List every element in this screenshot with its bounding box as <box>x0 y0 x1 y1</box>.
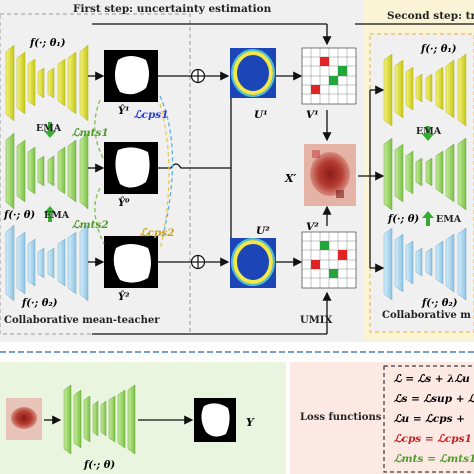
loss-line-5: ℒmts = ℒmts1 <box>394 453 474 465</box>
step1-title: First step: uncertainty estimation <box>73 3 272 15</box>
pred-label-top: Ŷ¹ <box>118 105 130 117</box>
ema-arrow-bot <box>44 206 56 222</box>
uncertainty-map-top <box>230 48 276 98</box>
student-label-mid: f(·; θ) <box>387 214 419 225</box>
u2-label: U² <box>256 225 270 237</box>
student-net-bot <box>383 227 467 301</box>
student-label-bot: f(·; θ₂) <box>421 298 458 309</box>
pred-mask-bot <box>104 236 158 288</box>
student-label-top: f(·; θ₁) <box>420 44 457 55</box>
teacher-net-mid <box>5 132 89 210</box>
loss-line-2: ℒs = ℒsup + ℒ <box>394 393 474 405</box>
u1-label: U¹ <box>254 109 268 121</box>
loss-cps2: ℒcps2 <box>140 227 175 239</box>
mixed-image <box>304 144 356 206</box>
ema-arrow-top <box>44 122 56 138</box>
loss-cps1: ℒcps1 <box>134 109 169 121</box>
loss-mts1: ℒmts1 <box>72 127 109 139</box>
output-mask <box>194 398 236 442</box>
v1-label: V¹ <box>306 109 319 121</box>
teacher-label-mid: f(·; θ) <box>3 210 35 221</box>
output-label: Y <box>246 416 255 429</box>
loss-curves <box>94 95 174 251</box>
pred-label-mid: Ŷ⁰ <box>118 197 130 209</box>
loss-line-1: ℒ = ℒs + λℒu <box>394 373 470 385</box>
teacher-net-bot <box>5 224 89 302</box>
loss-mts2: ℒmts2 <box>72 219 109 231</box>
umix-caption: UMIX <box>300 315 332 326</box>
student-ema-top: EMA <box>416 126 442 137</box>
inference-net-label: f(·; θ) <box>83 460 115 471</box>
loss-panel <box>290 362 474 474</box>
loss-line-3: ℒu = ℒcps + <box>394 413 465 425</box>
mix-node-bot <box>190 254 206 270</box>
teacher-ema-top: EMA <box>36 123 62 134</box>
uncertainty-map-bot <box>230 238 276 288</box>
teacher-label-bot: f(·; θ₂) <box>21 298 58 309</box>
x-prime-label: X′ <box>284 172 297 185</box>
pred-mask-mid <box>104 142 158 194</box>
grid-mask-v2 <box>301 231 357 289</box>
inference-panel <box>0 362 286 474</box>
grid-mask-v1 <box>301 47 357 105</box>
inference-net <box>63 384 136 455</box>
pred-mask-top <box>104 50 158 102</box>
student-caption: Collaborative m <box>382 310 471 321</box>
student-ema-mid: EMA <box>436 214 462 225</box>
step2-title: Second step: trai <box>387 10 474 22</box>
loss-formula-box <box>383 365 474 473</box>
input-skin-image <box>6 398 42 440</box>
mix-node-top <box>190 68 206 84</box>
teacher-ema-mid: EMA <box>44 210 70 221</box>
teacher-label-top: f(·; θ₁) <box>29 38 66 49</box>
student-ema-arrow-bot <box>422 211 434 226</box>
pred-label-bot: Ŷ² <box>118 291 130 303</box>
teacher-net-top <box>5 44 89 122</box>
student-net-mid <box>383 137 467 211</box>
loss-line-4: ℒcps = ℒcps1 <box>394 433 472 445</box>
student-ema-arrow-top <box>422 126 434 141</box>
loss-panel-title: Loss functions <box>300 412 382 423</box>
student-net-top <box>383 53 467 127</box>
teacher-caption: Collaborative mean-teacher <box>4 315 160 326</box>
v2-label: V² <box>306 221 319 233</box>
